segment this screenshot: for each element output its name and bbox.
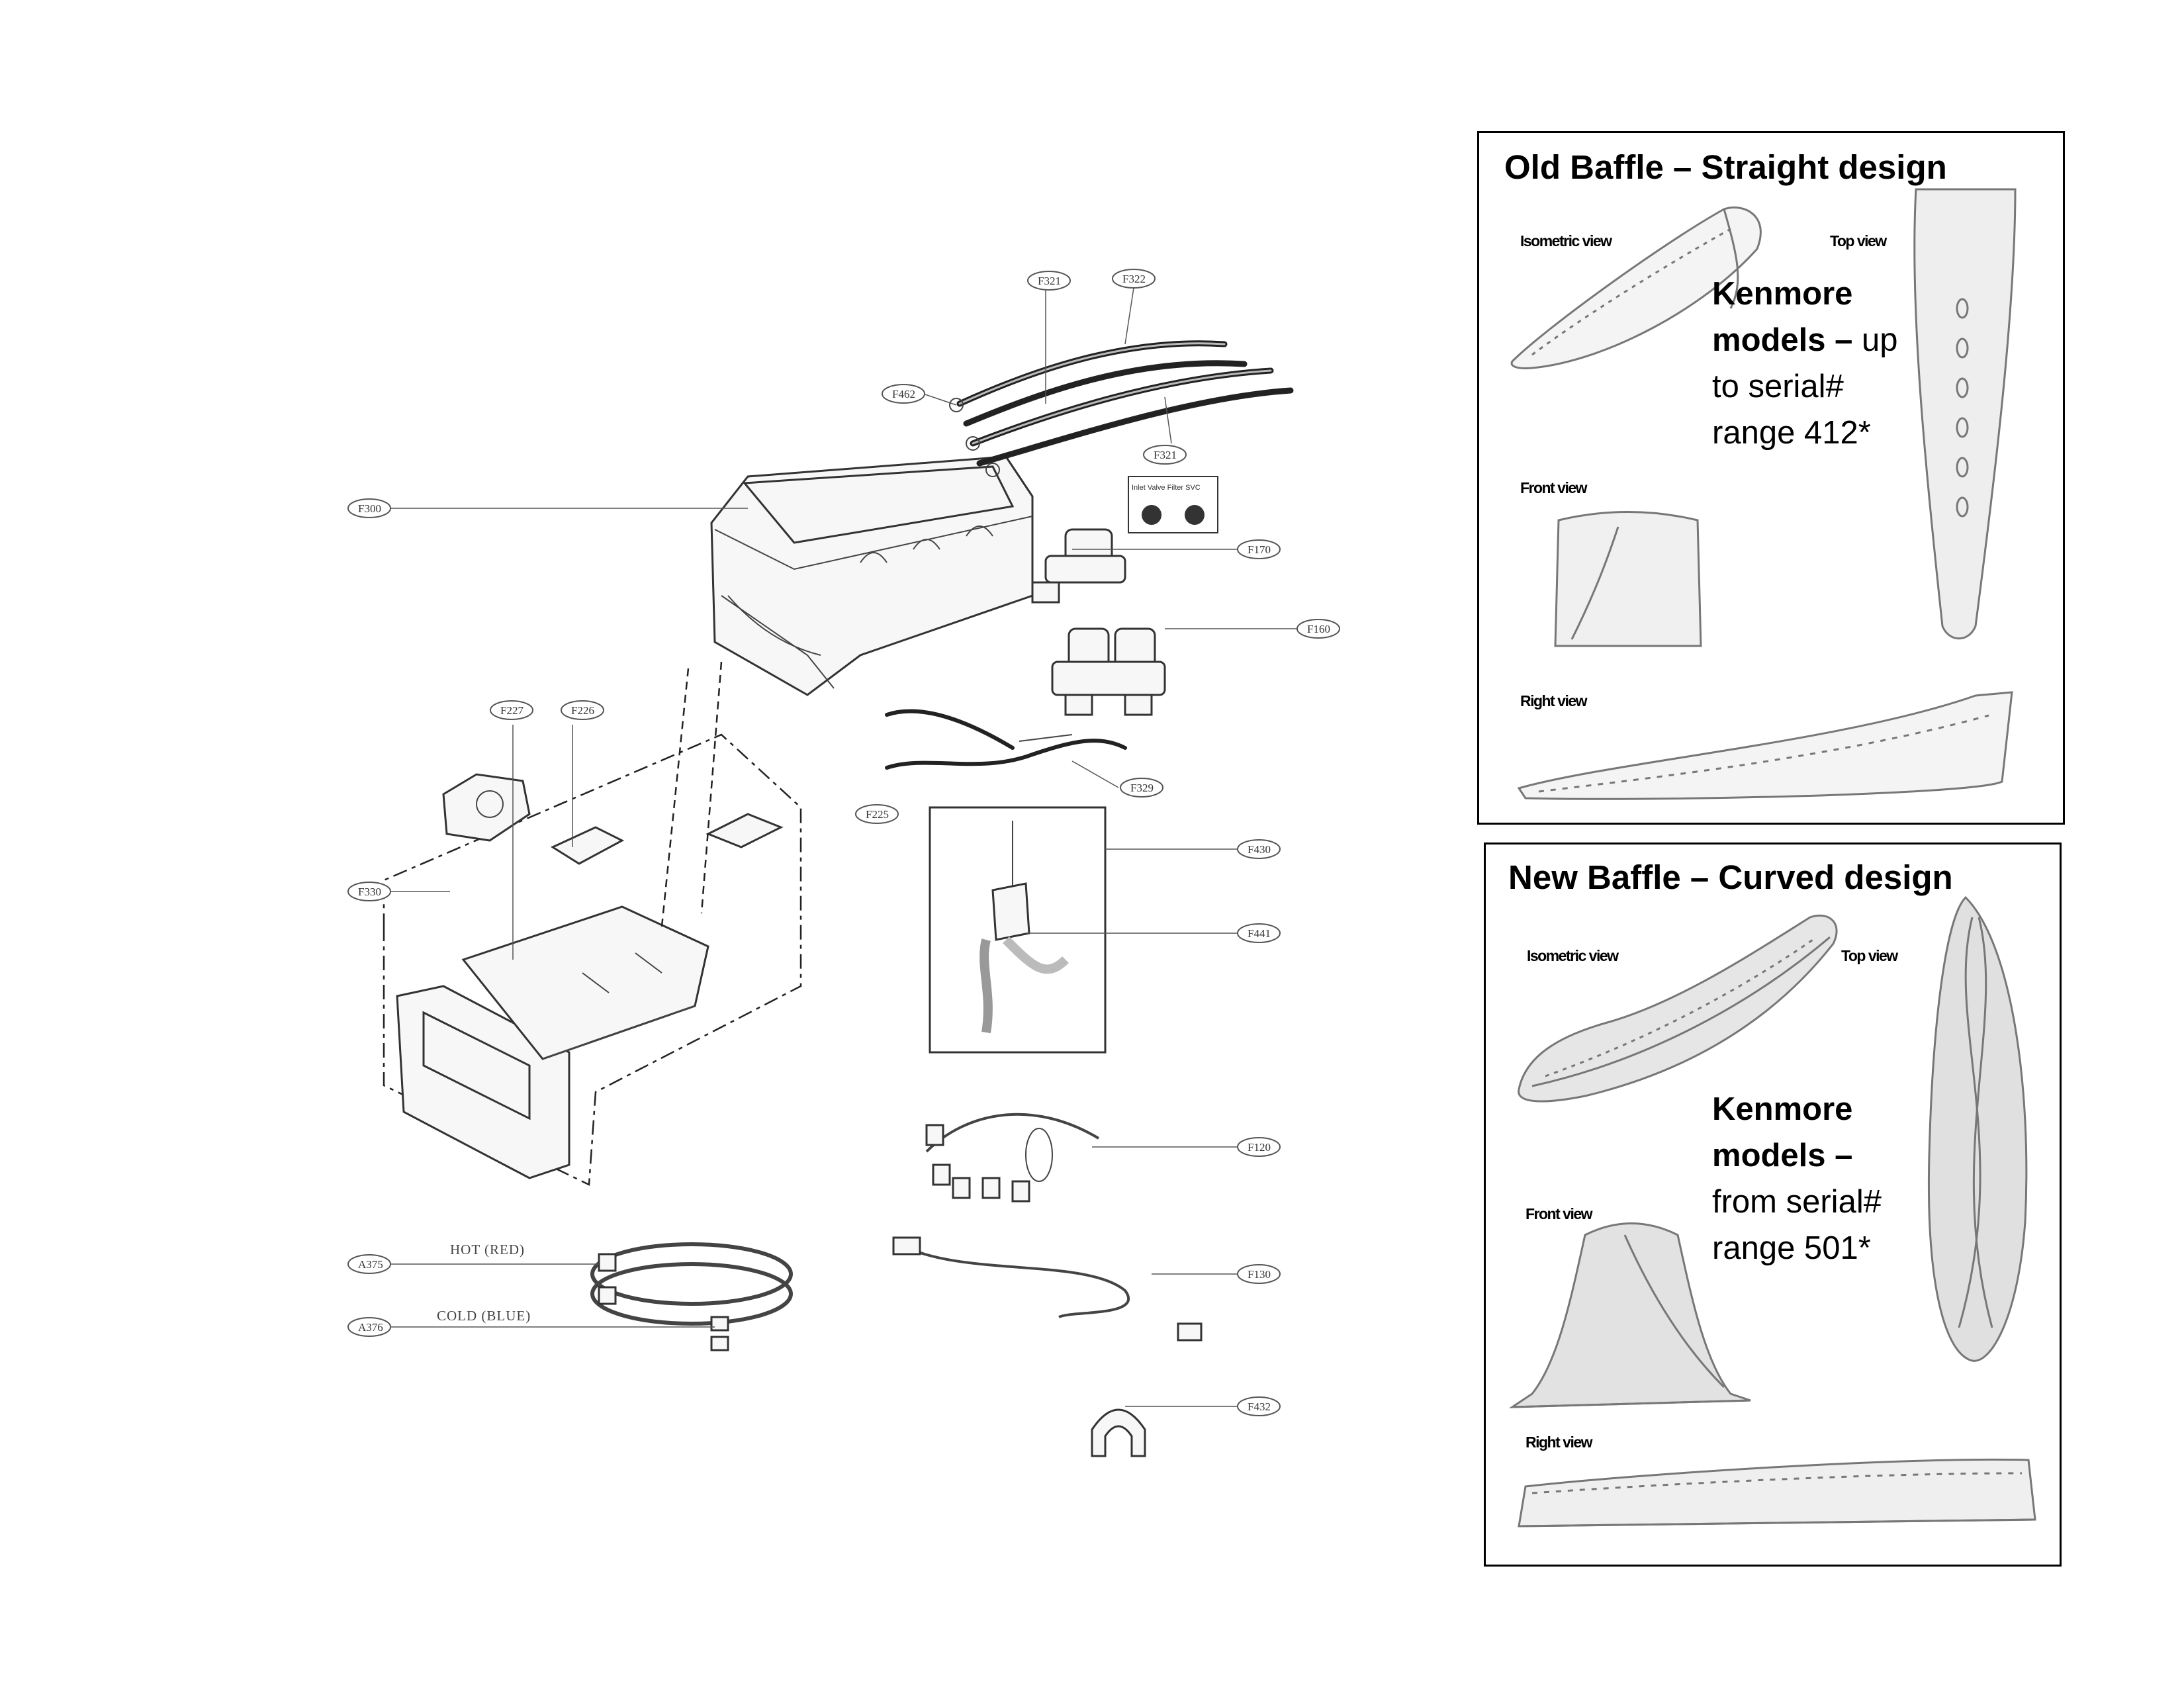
hose-clip	[1091, 1408, 1146, 1457]
new-top-view-label: Top view	[1841, 947, 1898, 964]
old-baffle-models-bold: Kenmore models –	[1712, 276, 1853, 358]
callout-f160: F160	[1297, 619, 1340, 639]
callout-f330: F330	[347, 882, 391, 901]
new-baffle-models-bold: Kenmore models –	[1712, 1091, 1853, 1173]
old-front-view-label: Front view	[1520, 479, 1588, 496]
old-baffle-top-image	[1913, 188, 2017, 640]
old-baffle-isometric-image	[1510, 206, 1762, 369]
old-baffle-models-note: Kenmore models – up to serial# range 412…	[1712, 271, 1924, 456]
svg-text:F120: F120	[1248, 1141, 1271, 1154]
svg-text:F432: F432	[1248, 1400, 1271, 1413]
double-inlet-valve	[1051, 627, 1166, 716]
svg-text:F329: F329	[1130, 782, 1154, 794]
new-isometric-view-label: Isometric view	[1527, 947, 1619, 964]
sensor-wire	[892, 1236, 1203, 1342]
callout-f226: F226	[561, 700, 604, 720]
svg-text:F170: F170	[1248, 543, 1271, 556]
svg-text:F321: F321	[1038, 275, 1061, 287]
callout-f225: F225	[855, 804, 899, 824]
callout-f430: F430	[1237, 839, 1281, 859]
new-baffle-models-note: Kenmore models – from serial# range 501*	[1712, 1086, 1931, 1271]
old-baffle-panel: Old Baffle – Straight design Isometric v…	[1477, 131, 2065, 825]
cold-hose-label: COLD (BLUE)	[437, 1308, 531, 1324]
svg-text:F322: F322	[1122, 273, 1146, 285]
dispenser-housing	[710, 455, 1034, 696]
svg-text:F441: F441	[1248, 927, 1271, 940]
drain-hose-assembly	[929, 806, 1107, 1054]
callout-f322: F322	[1112, 269, 1156, 289]
callout-labels: F321 F322 F462 F321 F300 F170 F160 F227 …	[347, 269, 1340, 1416]
new-baffle-title: New Baffle – Curved design	[1508, 858, 1953, 896]
callout-f120: F120	[1237, 1137, 1281, 1157]
old-top-view-label: Top view	[1830, 232, 1887, 250]
old-baffle-right-image	[1517, 691, 2013, 800]
svg-text:F300: F300	[358, 502, 381, 515]
svg-text:F462: F462	[892, 388, 915, 400]
tubing-assembly	[885, 709, 1127, 770]
callout-f462: F462	[882, 384, 925, 404]
callout-f321-bottom: F321	[1143, 445, 1187, 465]
svg-text:F330: F330	[358, 886, 381, 898]
old-baffle-models-text: up to serial# range 412*	[1712, 322, 1898, 451]
new-baffle-models-text: from serial# range 501*	[1712, 1184, 1882, 1266]
inlet-valve-filter-label: Inlet Valve Filter SVC	[1132, 484, 1201, 492]
inlet-hoses	[590, 1242, 793, 1351]
svg-text:F227: F227	[500, 704, 523, 717]
svg-text:A376: A376	[358, 1321, 383, 1334]
callout-a376: A376	[347, 1317, 391, 1337]
dispenser-hoses	[949, 340, 1294, 477]
callout-f130: F130	[1237, 1264, 1281, 1284]
hot-hose-label: HOT (RED)	[450, 1242, 525, 1257]
callout-f441: F441	[1237, 923, 1281, 943]
old-baffle-front-image	[1554, 511, 1702, 647]
old-right-view-label: Right view	[1520, 692, 1588, 709]
new-baffle-right-image	[1518, 1458, 2036, 1527]
new-front-view-label: Front view	[1525, 1205, 1593, 1222]
new-right-view-label: Right view	[1525, 1434, 1593, 1451]
callout-f170: F170	[1237, 539, 1281, 559]
new-baffle-top-image	[1927, 895, 2028, 1362]
callout-f432: F432	[1237, 1396, 1281, 1416]
wire-harness	[925, 1113, 1100, 1203]
inlet-valve-filter-card: Inlet Valve Filter SVC	[1128, 476, 1218, 533]
svg-text:F430: F430	[1248, 843, 1271, 856]
leader-lines	[390, 279, 1297, 1407]
new-baffle-isometric-image	[1518, 914, 1838, 1103]
new-baffle-panel: New Baffle – Curved design Isometric vie…	[1484, 843, 2062, 1567]
svg-text:F321: F321	[1154, 449, 1177, 461]
single-inlet-valve	[1031, 528, 1126, 604]
svg-text:A375: A375	[358, 1258, 383, 1271]
old-isometric-view-label: Isometric view	[1520, 232, 1612, 250]
callout-f329: F329	[1120, 778, 1163, 798]
svg-text:F226: F226	[571, 704, 594, 717]
callout-f227: F227	[490, 700, 533, 720]
new-baffle-front-image	[1508, 1222, 1751, 1408]
dispenser-drawer-assembly	[383, 661, 802, 1186]
svg-text:F225: F225	[866, 808, 889, 821]
exploded-parts-diagram: Inlet Valve Filter SVC	[347, 269, 1340, 1457]
callout-f321-top: F321	[1027, 271, 1071, 291]
callout-a375: A375	[347, 1254, 391, 1274]
callout-f300: F300	[347, 498, 391, 518]
svg-text:F130: F130	[1248, 1268, 1271, 1281]
old-baffle-title: Old Baffle – Straight design	[1504, 148, 1947, 186]
svg-text:F160: F160	[1307, 623, 1330, 635]
